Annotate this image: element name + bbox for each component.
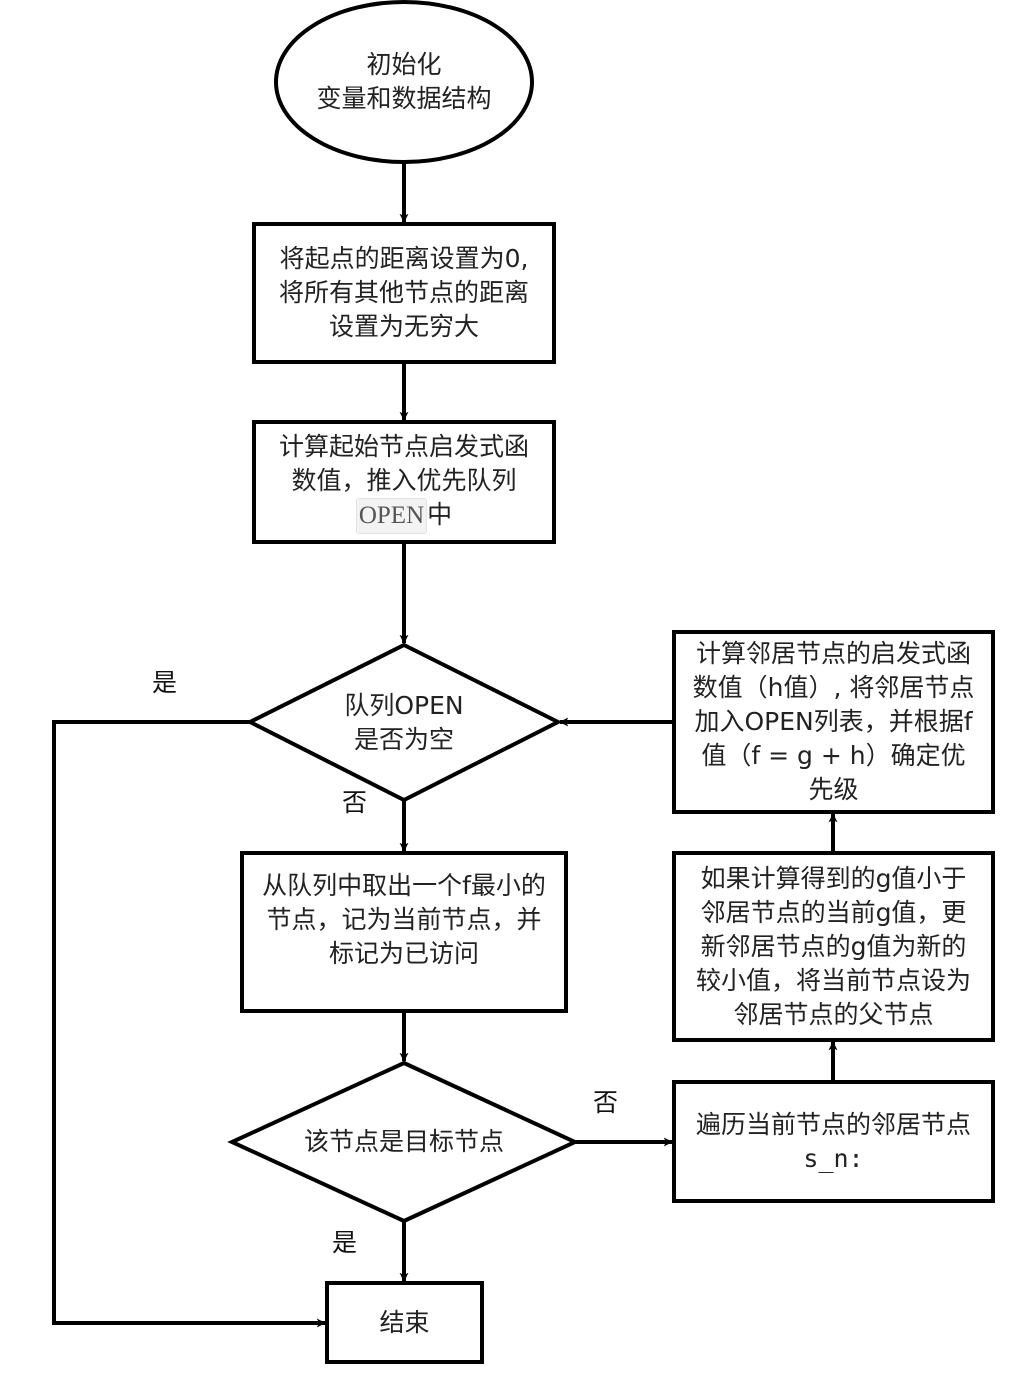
edge-open-empty-to-end [52, 720, 326, 1328]
edge-label-is-goal-no: 否 [593, 1088, 619, 1117]
node-open-empty-shape [245, 642, 563, 803]
node-update-g-shape [672, 851, 995, 1042]
node-end-shape [325, 1281, 484, 1364]
node-pop-min-shape [240, 851, 568, 1013]
edge-label-open-empty-yes: 是 [152, 668, 178, 697]
edge-label-open-empty-no: 否 [342, 788, 368, 817]
node-push-open-shape [252, 420, 556, 544]
node-set-distance-shape [252, 222, 556, 364]
node-start-shape [274, 0, 534, 164]
edge-label-is-goal-yes: 是 [332, 1228, 358, 1257]
node-is-goal-shape [227, 1060, 580, 1224]
node-compute-h-shape [672, 630, 995, 814]
node-iterate-neighbors-shape [672, 1080, 995, 1203]
